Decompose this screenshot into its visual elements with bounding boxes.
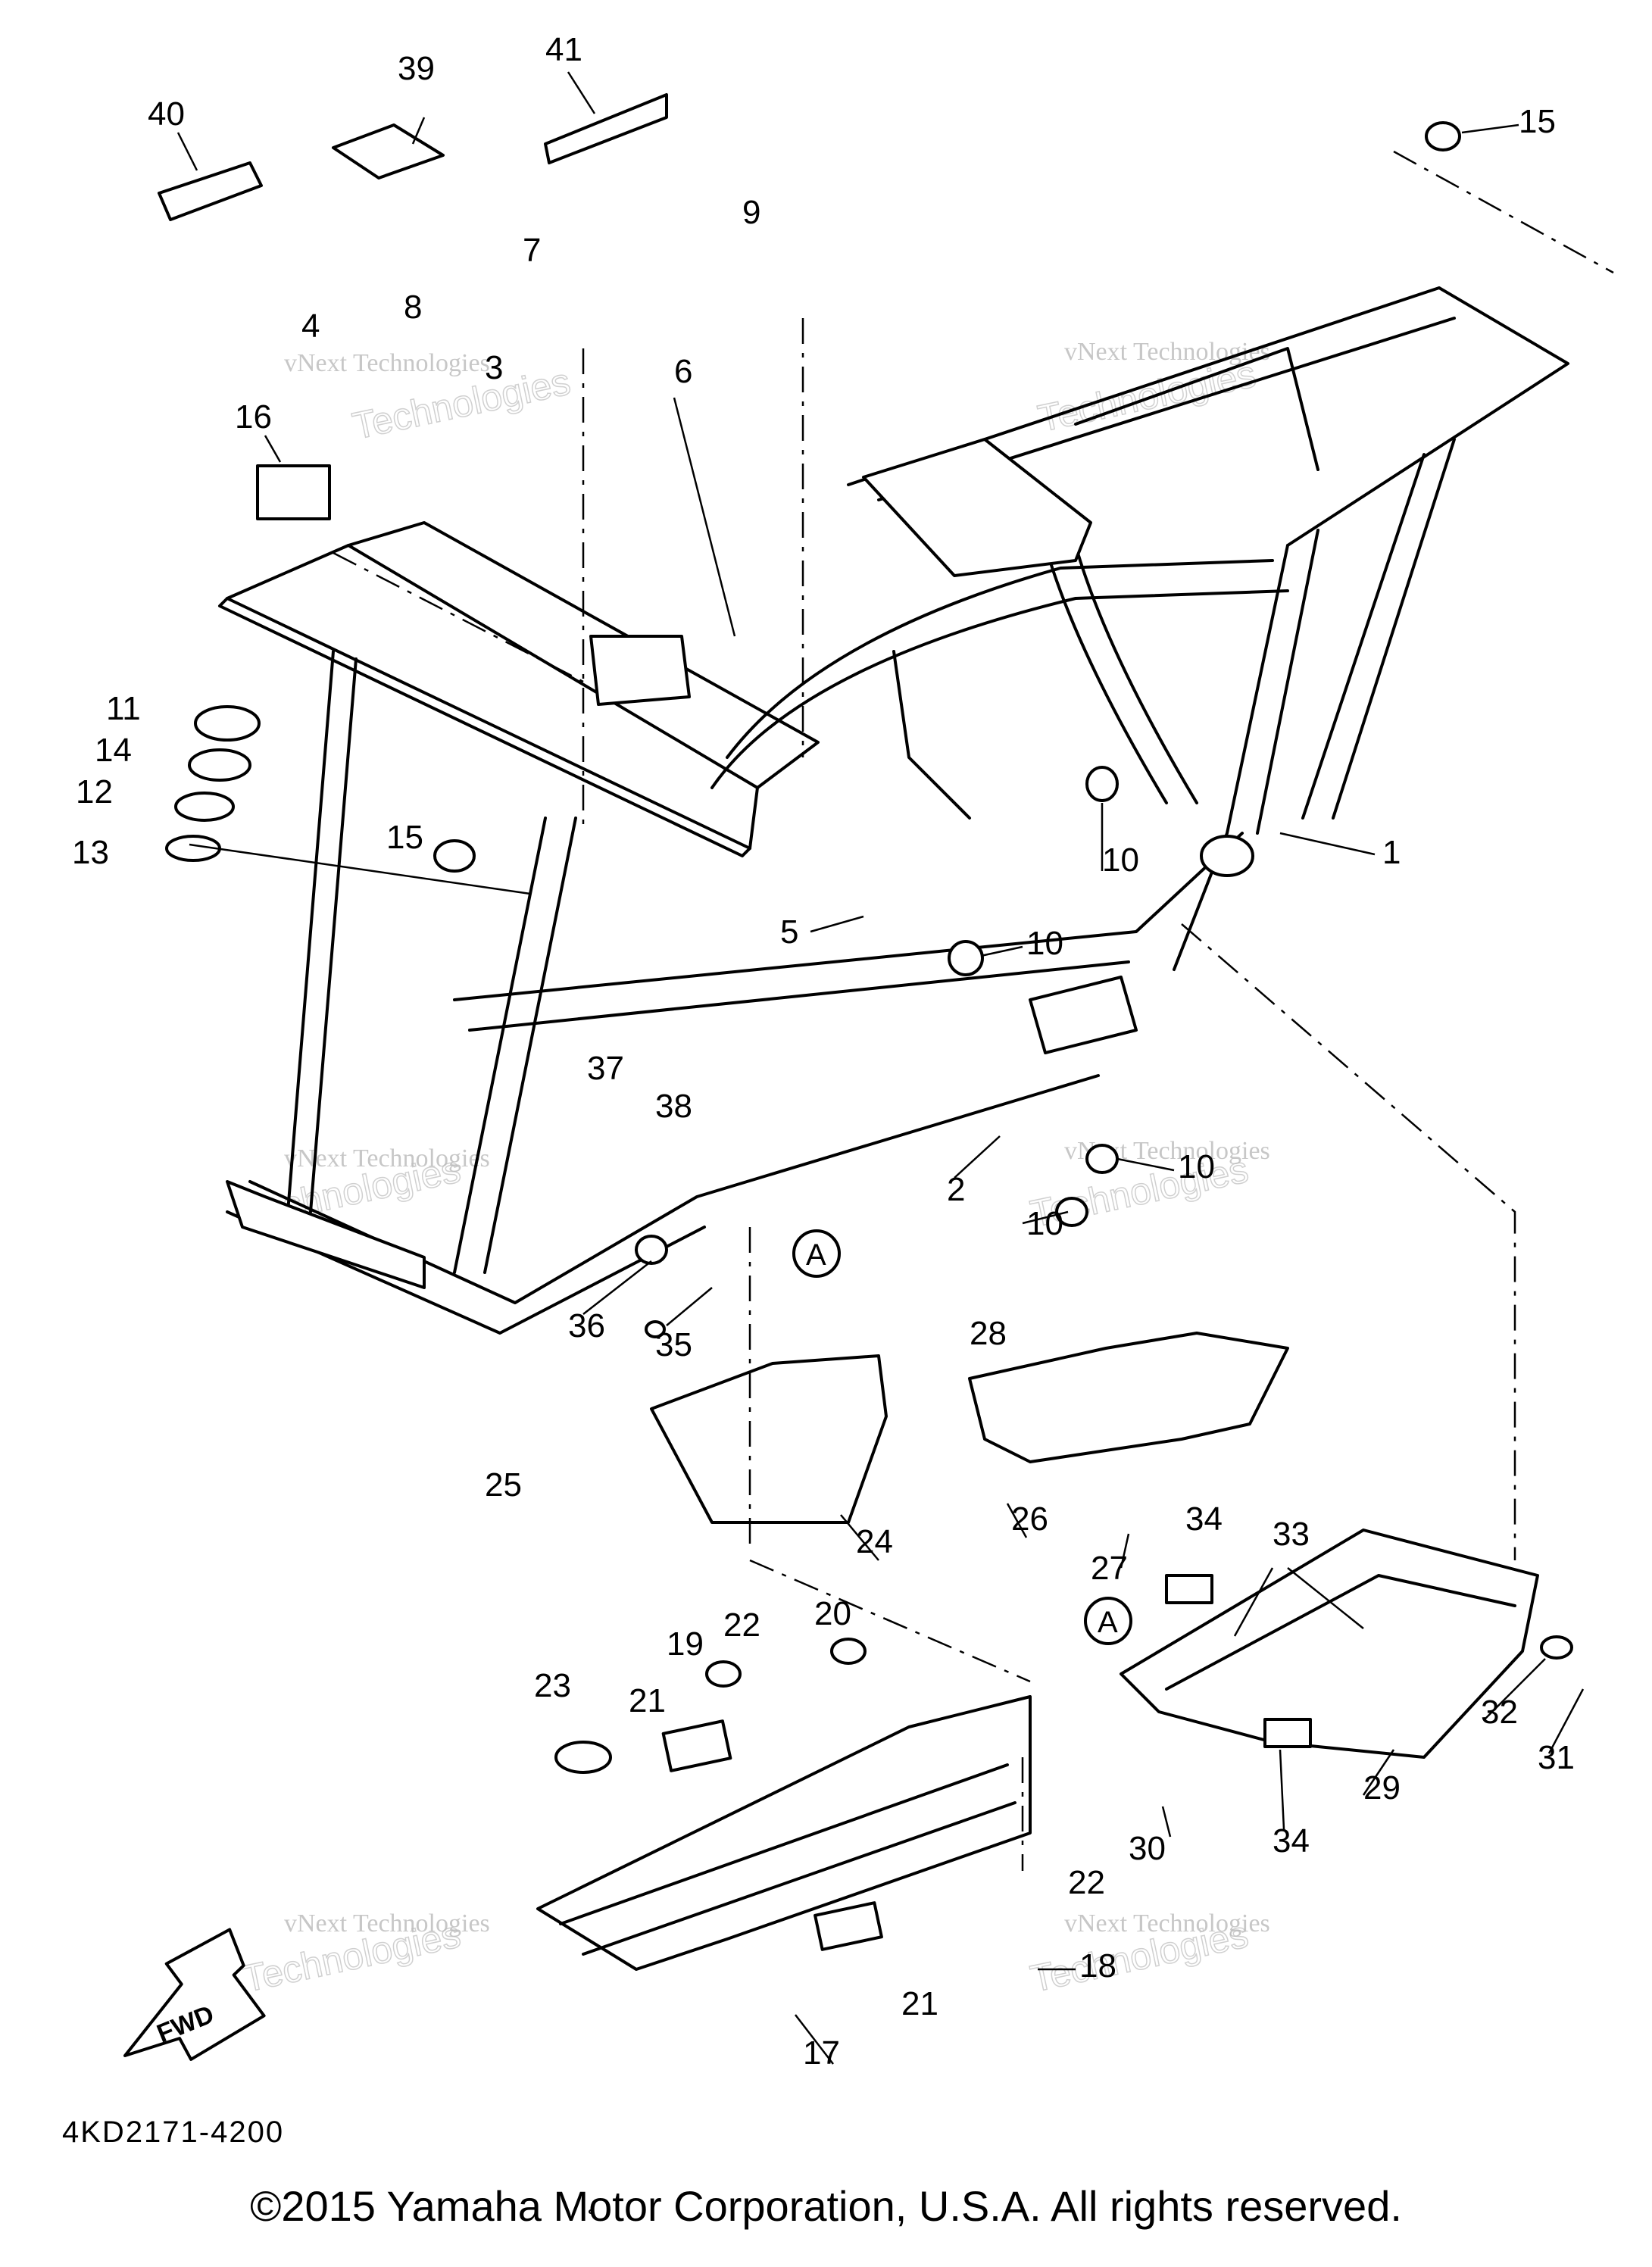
callout-26: 26 bbox=[1011, 1500, 1048, 1538]
callout-29: 29 bbox=[1363, 1769, 1401, 1806]
callout-41: 41 bbox=[545, 31, 582, 68]
callout-25: 25 bbox=[485, 1466, 522, 1504]
callout-32: 32 bbox=[1481, 1694, 1518, 1731]
callout-40: 40 bbox=[148, 95, 185, 133]
callout-6: 6 bbox=[674, 353, 692, 390]
callout-19: 19 bbox=[667, 1625, 704, 1663]
callout-8: 8 bbox=[404, 289, 422, 326]
watermark: vNext Technologies bbox=[284, 1144, 490, 1173]
small-parts bbox=[158, 93, 1573, 2214]
watermark: vNext Technologies bbox=[284, 1909, 490, 1938]
callout-4: 4 bbox=[301, 308, 320, 345]
callout-39: 39 bbox=[398, 50, 435, 87]
callout-31: 31 bbox=[1538, 1739, 1575, 1776]
callout-38: 38 bbox=[655, 1088, 692, 1125]
watermark: vNext Technologies bbox=[1064, 1909, 1270, 1938]
callout-37: 37 bbox=[587, 1050, 624, 1087]
callout-3: 3 bbox=[485, 349, 503, 386]
guard-left bbox=[650, 1354, 888, 1524]
callout-28: 28 bbox=[970, 1315, 1007, 1352]
callout-15: 15 bbox=[386, 819, 423, 856]
callout-10: 10 bbox=[1178, 1148, 1215, 1185]
callout-36: 36 bbox=[568, 1307, 605, 1344]
callout-30: 30 bbox=[1129, 1830, 1166, 1867]
callout-23: 23 bbox=[534, 1667, 571, 1704]
callout-16: 16 bbox=[235, 398, 272, 436]
reference-markers: A A bbox=[792, 1229, 1132, 1645]
callout-18: 18 bbox=[1079, 1947, 1116, 1984]
callout-22: 22 bbox=[723, 1607, 760, 1644]
leader-lines bbox=[176, 71, 1585, 2065]
skid-plate-front bbox=[536, 1695, 1032, 1971]
callout-1: 1 bbox=[1382, 834, 1401, 871]
callout-labels: 1 2 3 4 5 6 7 8 9 10 10 10 10 11 12 13 1… bbox=[72, 31, 1575, 2072]
callout-22: 22 bbox=[1068, 1864, 1105, 1901]
copyright-notice: ©2015 Yamaha Motor Corporation, U.S.A. A… bbox=[250, 2182, 1402, 2230]
reference-letter: A bbox=[806, 1238, 826, 1272]
callout-9: 9 bbox=[742, 194, 760, 231]
main-frame bbox=[218, 286, 1569, 1335]
watermark: vNext Technologies bbox=[284, 349, 490, 377]
callout-34: 34 bbox=[1273, 1822, 1310, 1860]
callout-15: 15 bbox=[1519, 103, 1556, 140]
callout-21: 21 bbox=[629, 1682, 666, 1719]
callout-13: 13 bbox=[72, 834, 109, 871]
callout-7: 7 bbox=[523, 232, 541, 269]
callout-17: 17 bbox=[803, 2034, 840, 2072]
callout-35: 35 bbox=[655, 1326, 692, 1363]
callout-10: 10 bbox=[1102, 842, 1139, 879]
callout-11: 11 bbox=[106, 690, 141, 727]
fwd-arrow-icon: FWD bbox=[123, 1928, 266, 2061]
callout-10: 10 bbox=[1026, 925, 1063, 962]
callout-20: 20 bbox=[814, 1595, 851, 1632]
reference-letter: A bbox=[1098, 1606, 1118, 1639]
callout-10: 10 bbox=[1026, 1205, 1063, 1242]
callout-5: 5 bbox=[780, 913, 798, 951]
watermark: vNext Technologies bbox=[1064, 338, 1270, 366]
guard-right bbox=[968, 1332, 1289, 1463]
callout-27: 27 bbox=[1091, 1550, 1128, 1587]
callout-14: 14 bbox=[95, 732, 132, 769]
callout-34: 34 bbox=[1185, 1500, 1223, 1538]
callout-33: 33 bbox=[1273, 1516, 1310, 1553]
assembly-lines bbox=[333, 150, 1614, 1871]
callout-21: 21 bbox=[901, 1985, 938, 2022]
callout-12: 12 bbox=[76, 773, 113, 810]
diagram-code: 4KD2171-4200 bbox=[62, 2116, 285, 2149]
skid-plate-rear bbox=[1120, 1529, 1539, 1759]
watermarks: vNext Technologies Technologies vNext Te… bbox=[239, 338, 1270, 2001]
